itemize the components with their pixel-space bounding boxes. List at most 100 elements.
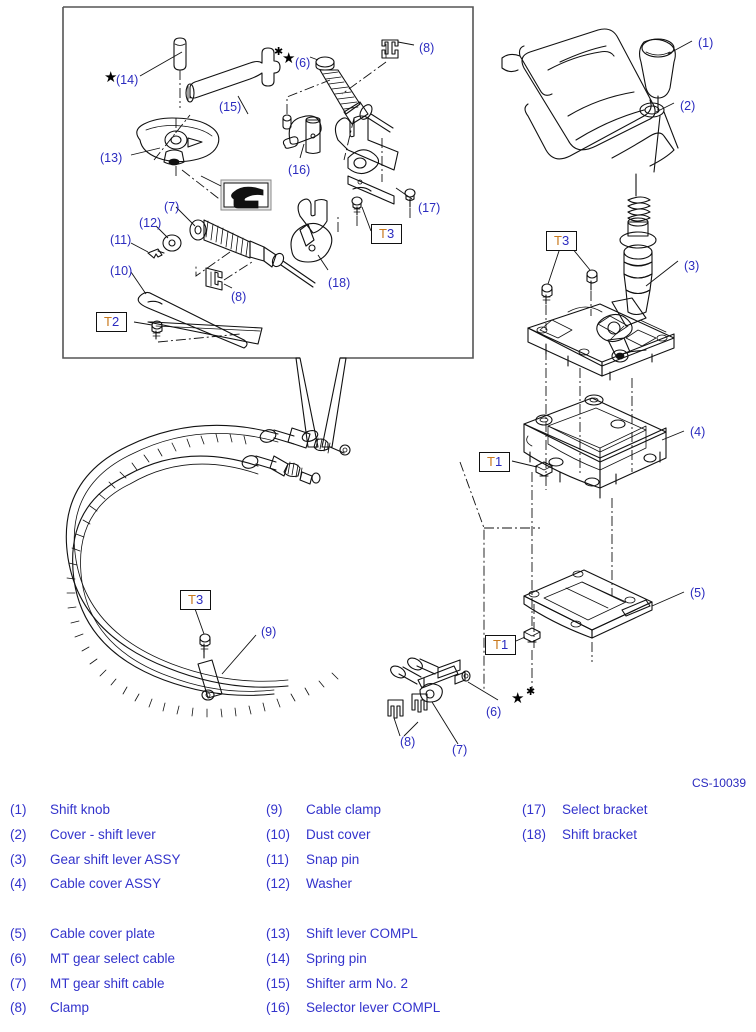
bolt-t3-inset-2: [404, 188, 416, 220]
torque-letter: T: [493, 637, 501, 652]
legend-label: MT gear select cable: [50, 950, 176, 966]
legend-item: (4)Cable cover ASSY: [10, 876, 266, 901]
callout-4: (4): [690, 425, 706, 439]
callout-15: (15): [219, 100, 242, 114]
lead-5: [651, 591, 685, 607]
legend-item: (1)Shift knob: [10, 802, 266, 827]
legend-item: (2)Cover - shift lever: [10, 827, 266, 852]
lead-t1-lower: [515, 636, 526, 642]
cable-weave-texture: [66, 433, 339, 718]
lead-6-inset: [309, 56, 319, 61]
lead-t3-left: [547, 247, 561, 285]
legend-number: (18): [522, 826, 547, 842]
legend-label: Gear shift lever ASSY: [50, 851, 181, 867]
drawing-number: CS-10039: [691, 776, 746, 790]
callout-8-main: (8): [400, 735, 416, 749]
asterisk-marker-6-inset: ✱: [274, 46, 284, 58]
legend-label: Select bracket: [562, 802, 648, 817]
part-shift-bracket-18: [290, 198, 339, 271]
torque-number: 1: [500, 637, 509, 652]
legend-label: Snap pin: [306, 851, 360, 867]
lead-4: [661, 430, 685, 441]
legend-number: (9): [266, 802, 283, 817]
callout-8-inset-upper: (8): [419, 41, 435, 55]
callout-17: (17): [418, 201, 441, 215]
legend-item: (8)Clamp: [10, 1000, 266, 1025]
star-marker-14: ★: [104, 69, 118, 86]
cable-end-connectors-bottom: [387, 657, 499, 745]
legend-item: (11)Snap pin: [266, 852, 522, 877]
legend-number: (4): [10, 876, 27, 892]
legend-number: (6): [10, 950, 27, 966]
part-cable-clamp-9: [197, 649, 223, 701]
callout-9: (9): [261, 625, 277, 639]
bolt-t3-cable: [199, 633, 211, 653]
torque-letter: T: [379, 226, 387, 241]
torque-number: 3: [195, 592, 204, 607]
part-cable-cover-plate-5: [523, 569, 653, 662]
lead-16: [299, 143, 305, 159]
star-marker-6-inset: ★: [282, 50, 296, 67]
legend-label: Shift lever COMPL: [306, 925, 418, 941]
lead-t1-upper: [511, 460, 538, 468]
callout-1: (1): [698, 36, 714, 50]
legend-number: (5): [10, 925, 27, 941]
legend-item: (15)Shifter arm No. 2: [266, 976, 522, 1001]
lead-8-inset-lower: [223, 283, 233, 289]
legend-label: Shift knob: [50, 802, 111, 817]
lead-14: [139, 51, 183, 77]
direction-arrow-icon-box: [220, 179, 272, 211]
part-gear-shift-lever-assy-3: [596, 217, 657, 363]
legend-label: Shift bracket: [562, 826, 638, 842]
legend-item: (13) Shift lever COMPL: [266, 926, 522, 951]
legend-item: (17)Select bracket: [522, 802, 752, 827]
callout-5: (5): [690, 586, 706, 600]
callout-3: (3): [684, 259, 700, 273]
lead-7-inset: [175, 206, 196, 227]
callout-16: (16): [288, 163, 311, 177]
legend-item: (6) MT gear select cable: [10, 951, 266, 976]
callout-11: (11): [110, 233, 132, 247]
callout-12: (12): [139, 216, 162, 230]
legend-group-gap: [10, 901, 266, 926]
torque-label-t3-inset: T3: [371, 224, 403, 244]
part-washer-12: [155, 225, 182, 252]
legend-label: Spring pin: [306, 950, 367, 966]
legend-number: (12): [266, 876, 291, 892]
part-spring-pin-14: [173, 37, 187, 108]
cable-boot-7: [203, 219, 251, 259]
legend-label: Selector lever COMPL: [306, 1000, 441, 1016]
legend-number: (2): [10, 826, 27, 842]
part-dust-cover-10: [130, 271, 263, 349]
exploded-view-diagram: .ln { fill:none; stroke:#111; stroke-wid…: [62, 6, 746, 790]
torque-label-t1-lower: T1: [485, 635, 517, 655]
legend-number: (13): [266, 925, 291, 941]
torque-label-t1-upper: T1: [479, 452, 511, 472]
torque-label-t2-inset: T2: [96, 312, 128, 332]
bolt-t3-main-left: [541, 283, 553, 330]
legend-item: (18) Shift bracket: [522, 827, 752, 852]
lead-t3-inset-bolt: [361, 206, 372, 232]
legend-number: (8): [10, 1000, 27, 1016]
lead-t2: [133, 321, 153, 326]
lead-1: [667, 40, 693, 55]
lead-arrow-icon: [200, 175, 222, 187]
legend-number: (3): [10, 851, 27, 867]
legend-label: Shifter arm No. 2: [306, 975, 409, 991]
part-snap-pin-11: [130, 242, 165, 259]
legend-group-gap: [266, 901, 522, 926]
legend-number: (16): [266, 1000, 291, 1016]
lead-t3-right: [571, 247, 591, 271]
boot-spring: [627, 173, 651, 222]
legend-item: (16) Selector lever COMPL: [266, 1000, 522, 1025]
align-cable-cover-left: [459, 461, 485, 690]
part-cover-shift-lever-2: [501, 28, 679, 173]
part-shift-lever-compl-13: [130, 117, 220, 176]
legend-label: Cable cover plate: [50, 925, 156, 941]
torque-number: 3: [561, 233, 570, 248]
parts-legend: (1)Shift knob (2)Cover - shift lever (3)…: [0, 802, 756, 1032]
part-clamp-8-inset-lower: [205, 261, 253, 291]
legend-number: (14): [266, 950, 291, 966]
callout-7-main: (7): [452, 743, 468, 757]
legend-number: (7): [10, 975, 27, 991]
